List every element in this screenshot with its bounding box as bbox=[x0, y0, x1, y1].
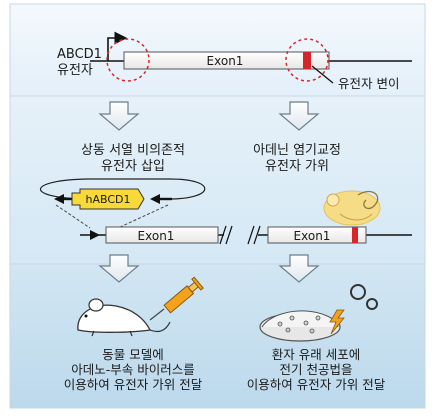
exon1-box bbox=[123, 51, 330, 70]
panel-bottom bbox=[9, 263, 426, 409]
break-mark-left-b bbox=[225, 225, 233, 245]
break-mark-right-a bbox=[247, 225, 255, 245]
edited-site-marker bbox=[352, 227, 358, 243]
left-middle-caption-line1: 상동 서열 비의존적 bbox=[81, 143, 185, 158]
lightning-bolt-icon bbox=[329, 309, 345, 335]
mutation-marker bbox=[303, 52, 311, 69]
petri-dish-icon bbox=[259, 310, 341, 342]
insert-label: hABCD1 bbox=[86, 193, 131, 206]
left-bottom-caption-line1: 동물 모델에 bbox=[102, 347, 163, 362]
particle-circle-large-icon bbox=[350, 284, 366, 300]
right-exon1-box bbox=[267, 226, 367, 244]
left-exon1-box bbox=[105, 226, 219, 244]
right-bottom-caption-line3: 이용하여 유전자 가위 전달 bbox=[247, 377, 386, 392]
mutation-label: 유전자 변이 bbox=[338, 76, 399, 91]
break-mark-right-b bbox=[253, 225, 261, 245]
right-exon1-label: Exon1 bbox=[294, 229, 331, 243]
insertion-guide-left bbox=[55, 204, 91, 229]
down-arrow-left-2 bbox=[98, 254, 140, 283]
mutation-pointer-line bbox=[311, 65, 334, 84]
insertion-guide-right bbox=[117, 204, 169, 229]
genome-cut-site-icon bbox=[90, 230, 100, 240]
exon1-label: Exon1 bbox=[207, 54, 244, 68]
panel-top bbox=[9, 3, 426, 97]
left-middle-caption-line2: 유전자 삽입 bbox=[101, 159, 165, 174]
left-bottom-caption-line3: 이용하여 유전자 가위 전달 bbox=[64, 377, 203, 392]
left-bottom-caption-line2: 아데노-부속 바이러스를 bbox=[71, 362, 194, 377]
right-bottom-caption-line1: 환자 유래 세포에 bbox=[272, 347, 360, 362]
syringe-icon bbox=[149, 276, 204, 321]
right-bottom-caption-line2: 전기 천공법을 bbox=[280, 362, 353, 377]
gene-label-line1: ABCD1 bbox=[57, 47, 102, 62]
break-mark-left-a bbox=[219, 225, 227, 245]
gene-label-line2: 유전자 bbox=[57, 63, 93, 78]
particle-circle-small-icon bbox=[366, 298, 378, 310]
hABCD1-insert bbox=[71, 188, 145, 210]
cut-site-left-arrow-icon bbox=[54, 194, 64, 204]
right-middle-caption-line2: 유전자 가위 bbox=[265, 159, 329, 174]
start-highlight-circle bbox=[106, 38, 150, 82]
cut-site-right-arrow-icon bbox=[150, 194, 160, 204]
down-arrow-right-2 bbox=[278, 254, 320, 283]
down-arrow-right-1 bbox=[278, 101, 320, 131]
mouse-icon bbox=[77, 298, 171, 337]
plasmid-loop bbox=[39, 178, 206, 200]
right-middle-caption-line1: 아데닌 염기교정 bbox=[253, 143, 341, 158]
mutation-highlight-circle bbox=[285, 38, 329, 82]
left-exon1-label: Exon1 bbox=[138, 229, 175, 243]
down-arrow-left-1 bbox=[98, 101, 140, 131]
base-editor-icon bbox=[323, 190, 381, 226]
